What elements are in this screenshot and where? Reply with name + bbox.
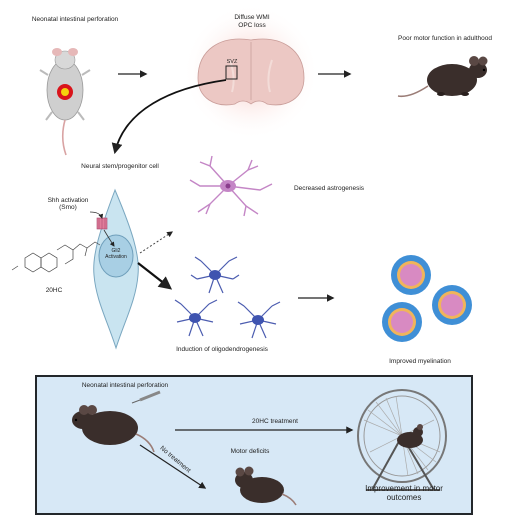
label-gli: Gli2 Activation xyxy=(105,248,127,260)
label-svz: SVZ xyxy=(226,59,238,65)
oligodendrocyte-icon xyxy=(174,256,281,339)
label-perforation-bottom: Neonatal intestinal perforation xyxy=(81,382,169,389)
molecule-icon xyxy=(11,241,101,273)
arrow-to-oligodendrocytes xyxy=(137,262,173,290)
mouse-icon xyxy=(397,56,488,98)
mouse-icon xyxy=(72,405,155,453)
label-wmi-line1: Diffuse WMI xyxy=(234,14,270,21)
brain-icon xyxy=(197,38,305,106)
label-poor-motor: Poor motor function in adulthood xyxy=(398,35,492,42)
stem-cell xyxy=(93,188,139,350)
mouse-icon xyxy=(39,48,91,156)
label-decreased-astro: Decreased astrogenesis xyxy=(293,185,365,192)
arrow-no-treatment xyxy=(139,444,207,489)
label-motor-deficits: Motor deficits xyxy=(230,448,270,455)
label-treatment: 20HC treatment xyxy=(252,418,298,425)
label-wmi-line2: OPC loss xyxy=(238,22,266,29)
label-shh: Shh activation (Smo) xyxy=(47,197,89,212)
label-improvement: Improvement in motor outcomes xyxy=(365,484,443,503)
label-myelination: Improved myelination xyxy=(389,358,451,365)
mouse-icon xyxy=(235,466,297,506)
receptor-icon xyxy=(96,217,108,230)
label-oligo: Induction of oligodendrogenesis xyxy=(176,346,268,353)
wheel-icon xyxy=(357,389,447,491)
arrow-brain-to-cell xyxy=(111,79,227,155)
label-perforation-top: Neonatal intestinal perforation xyxy=(31,16,119,23)
myelin-icon xyxy=(382,255,472,342)
label-hc: 20HC xyxy=(45,287,63,294)
astrocyte-icon xyxy=(189,155,273,217)
syringe-icon xyxy=(131,390,161,404)
label-neural-stem: Neural stem/progenitor cell xyxy=(81,163,159,170)
